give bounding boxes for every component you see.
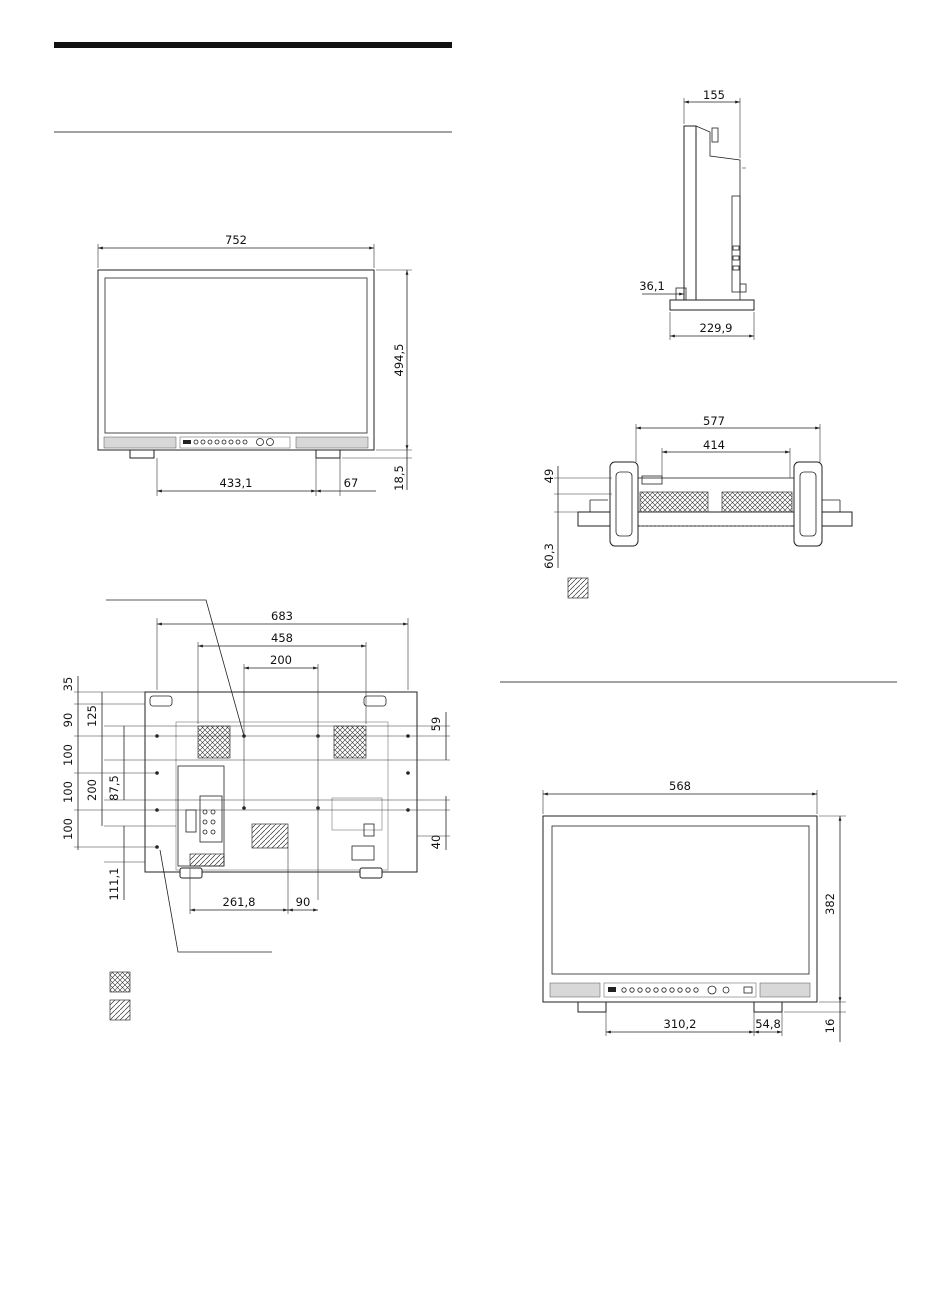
rear-vent-left	[198, 726, 230, 758]
side-view: 155 36,1 229,9	[639, 88, 754, 340]
section-title-bar	[54, 42, 452, 48]
dim-small-foot-height: 16	[823, 1019, 837, 1034]
dim-overall: 683	[271, 609, 293, 623]
dim-width: 752	[225, 233, 247, 247]
side-housing	[696, 126, 740, 300]
dim-foot-height: 18,5	[392, 465, 406, 491]
dim-right-40: 40	[429, 835, 443, 850]
dim-right-59: 59	[429, 717, 443, 732]
dim-left-35: 35	[61, 677, 75, 692]
dim-small-foot-offset: 54,8	[755, 1017, 781, 1031]
dim-front-offset: 36,1	[639, 279, 665, 293]
dim-vesa-outer: 458	[271, 631, 293, 645]
side-connector-block	[732, 196, 740, 292]
top-vent-right	[722, 492, 792, 512]
rear-foot-left	[180, 868, 202, 878]
dim-stand-depth: 229,9	[700, 321, 733, 335]
dim-depth-lower: 60,3	[542, 543, 556, 569]
dim-depth-top: 155	[703, 88, 725, 102]
speaker-grille-right	[296, 437, 368, 448]
dim-foot-offset: 67	[344, 476, 359, 490]
dim-inner-width: 414	[703, 438, 725, 452]
top-vent-left	[640, 492, 708, 512]
speaker-small-right	[760, 983, 810, 997]
foot-small-right	[754, 1002, 782, 1012]
rear-hatch-area	[252, 824, 288, 848]
monitor-front-body	[98, 270, 374, 450]
dim-left-125: 125	[85, 705, 99, 727]
dim-small-foot-spacing: 310,2	[664, 1017, 697, 1031]
rear-hatch-bottom	[190, 854, 224, 866]
side-stand-base	[670, 300, 754, 310]
speaker-grille-left	[104, 437, 176, 448]
legend-hatch-swatch	[110, 1000, 130, 1020]
dim-left-90: 90	[61, 713, 75, 728]
dim-left-100b: 100	[61, 781, 75, 803]
rear-vent-right	[334, 726, 366, 758]
speaker-small-left	[550, 983, 600, 997]
foot-small-left	[578, 1002, 606, 1012]
front-view-small: 568 382 16 310,2 54,8	[543, 779, 846, 1042]
dim-bottom-261-8: 261,8	[223, 895, 256, 909]
legend-hatch-swatch-top	[568, 578, 588, 598]
foot-left	[130, 450, 154, 458]
top-handle-left	[610, 462, 638, 546]
dim-foot-spacing: 433,1	[220, 476, 253, 490]
dim-depth-upper: 49	[542, 469, 556, 484]
side-panel-front	[684, 126, 696, 304]
rear-view: 683 458 200 35 90 100 100 100 125 200 87…	[61, 600, 450, 1020]
panel-switch	[183, 440, 191, 444]
side-handle	[712, 128, 718, 142]
rear-foot-right	[360, 868, 382, 878]
dim-left-87-5: 87,5	[107, 775, 121, 801]
dim-left-100a: 100	[61, 744, 75, 766]
legend-crosshatch-swatch	[110, 972, 130, 992]
top-view: 577 414 49 60,3	[542, 414, 852, 598]
dim-height: 494,5	[392, 344, 406, 377]
dim-outer-width: 577	[703, 414, 725, 428]
dim-left-200: 200	[85, 779, 99, 801]
dim-vesa-inner: 200	[270, 653, 292, 667]
dim-left-100c: 100	[61, 818, 75, 840]
dim-bottom-90: 90	[296, 895, 311, 909]
front-view-large: 752 494,5 18,5 433,1 67	[98, 233, 412, 496]
foot-right	[316, 450, 340, 458]
dim-small-width: 568	[669, 779, 691, 793]
dim-small-height: 382	[823, 893, 837, 915]
top-handle-right	[794, 462, 822, 546]
dim-left-111-1: 111,1	[107, 868, 121, 901]
control-panel-small	[604, 983, 756, 997]
